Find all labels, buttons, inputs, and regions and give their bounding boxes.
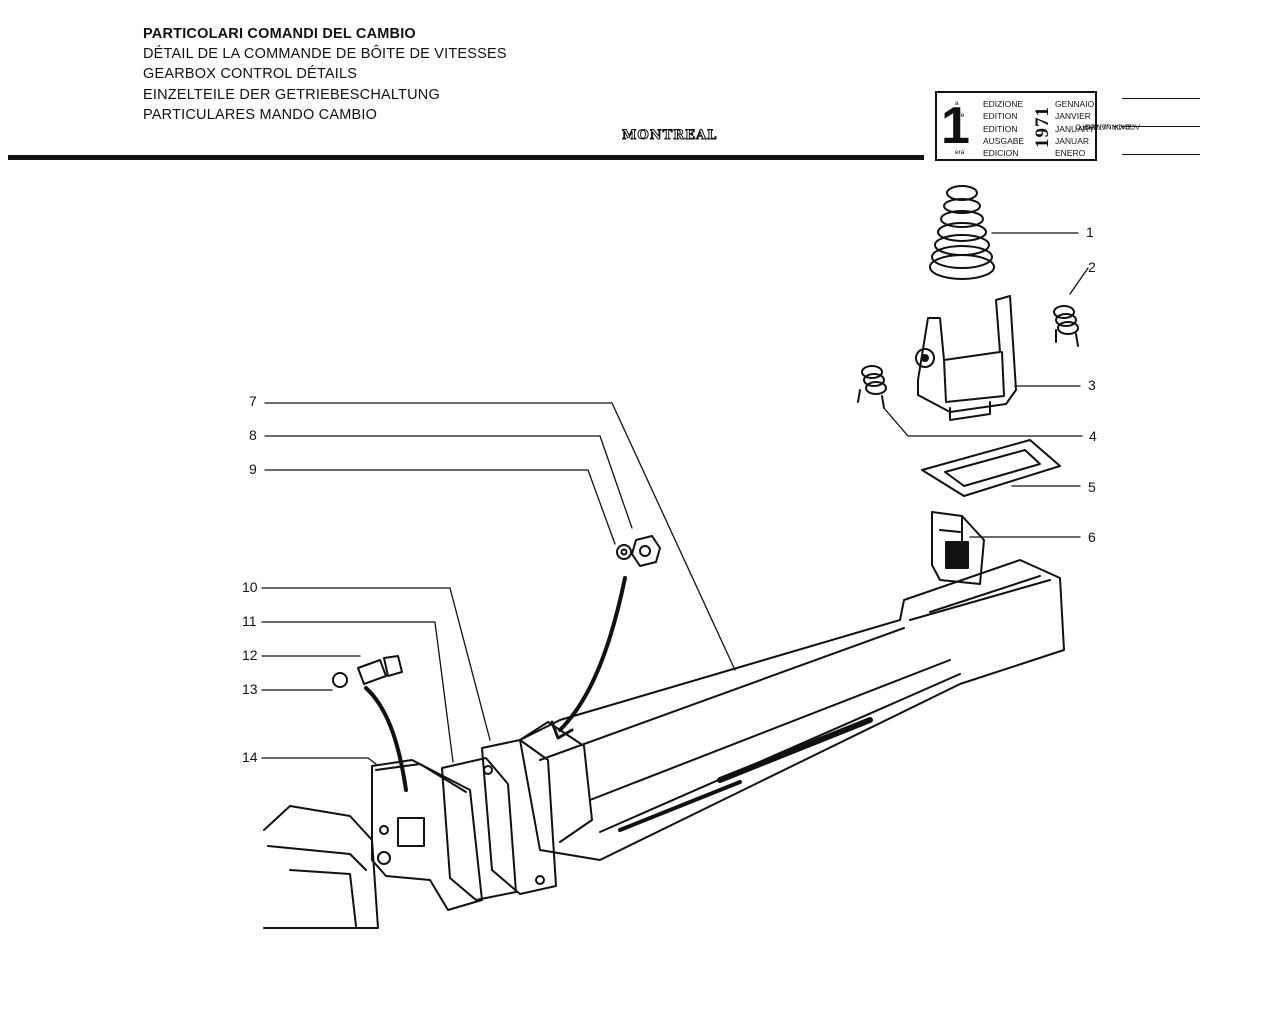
leader-11 (261, 621, 454, 763)
edition-month: JANUARY (1055, 123, 1095, 134)
leader-lines (261, 232, 1089, 765)
part-small-spring-2 (1053, 305, 1079, 347)
part-gearbox-case (263, 805, 379, 929)
header-rule (8, 155, 924, 160)
part-gasket-plate (921, 439, 1061, 497)
edition-word: EDITION (983, 123, 1018, 134)
part-spring (929, 185, 995, 280)
model-logo: MONTREAL (621, 128, 718, 144)
callout-3: 3 (1088, 377, 1096, 393)
edition-month: JANVIER (1055, 111, 1091, 122)
edition-month: JANUAR (1055, 135, 1090, 146)
part-selector-block (931, 511, 985, 585)
title-italian: PARTICOLARI COMANDI DEL CAMBIO (143, 26, 416, 42)
callout-12: 12 (242, 647, 258, 663)
edition-month: ENERO (1055, 148, 1086, 159)
edition-suffixes: a ere st . era (955, 98, 964, 159)
edition-number: 1 (941, 97, 970, 155)
edition-words: EDIZIONE EDITION EDITION AUSGABE EDICION (983, 98, 1024, 159)
assembly-arrow-upper (558, 576, 627, 732)
edition-suffix: ere (955, 112, 965, 120)
part-flange-housing (371, 759, 483, 911)
leader-8 (264, 435, 633, 529)
edition-word: EDITION (983, 111, 1018, 122)
part-nut-washer (616, 535, 661, 567)
callout-1: 1 (1086, 224, 1094, 240)
edition-suffix: era (955, 149, 965, 157)
callout-6: 6 (1088, 529, 1096, 545)
part-bolt-washer (332, 655, 403, 688)
edition-month: GENNAIO (1055, 99, 1095, 109)
callout-4: 4 (1089, 428, 1097, 444)
title-german: EINZELTEILE DER GETRIEBESCHALTUNG (143, 86, 440, 103)
title-french: DÉTAIL DE LA COMMANDE DE BÔITE DE VITESS… (143, 46, 507, 63)
update-line (1122, 154, 1200, 155)
callout-10: 10 (242, 579, 258, 595)
edition-suffix: . (955, 136, 957, 144)
leader-4 (883, 407, 1083, 437)
callout-11: 11 (242, 613, 257, 629)
callout-2: 2 (1088, 259, 1096, 275)
edition-suffix: st (955, 124, 961, 132)
title-block: PARTICOLARI COMANDI DEL CAMBIO DÉTAIL DE… (143, 24, 507, 125)
title-english: GEARBOX CONTROL DÉTAILS (143, 66, 358, 83)
callout-8: 8 (249, 427, 257, 443)
leader-10 (261, 587, 491, 741)
title-spanish: PARTICULARES MANDO CAMBIO (143, 106, 378, 123)
edition-box: 1 a ere st . era EDIZIONE EDITION EDITIO… (935, 91, 1097, 161)
callout-14: 14 (242, 749, 258, 765)
edition-word: EDICION (983, 148, 1019, 159)
edition-word: EDIZIONE (983, 99, 1024, 109)
callout-9: 9 (249, 461, 257, 477)
callout-13: 13 (242, 681, 258, 697)
edition-months: GENNAIO JANVIER JANUARY JANUAR ENERO (1055, 98, 1095, 159)
update-line (1122, 98, 1200, 99)
edition-suffix: a (955, 100, 959, 107)
update-line (1122, 126, 1200, 127)
assembly-arrow-lower (364, 686, 408, 792)
part-gaskets (441, 739, 557, 901)
leader-14 (261, 757, 377, 765)
leader-7 (264, 402, 736, 671)
part-small-spring-4 (857, 365, 887, 409)
part-control-tube (519, 559, 1065, 861)
edition-word: AUSGABE (983, 135, 1025, 146)
callout-5: 5 (1088, 479, 1096, 495)
part-lever-bracket (915, 295, 1017, 421)
callout-7: 7 (249, 393, 257, 409)
assembly-arrow-upper-head (550, 720, 574, 740)
leader-2 (1069, 267, 1089, 295)
leader-9 (264, 469, 616, 545)
